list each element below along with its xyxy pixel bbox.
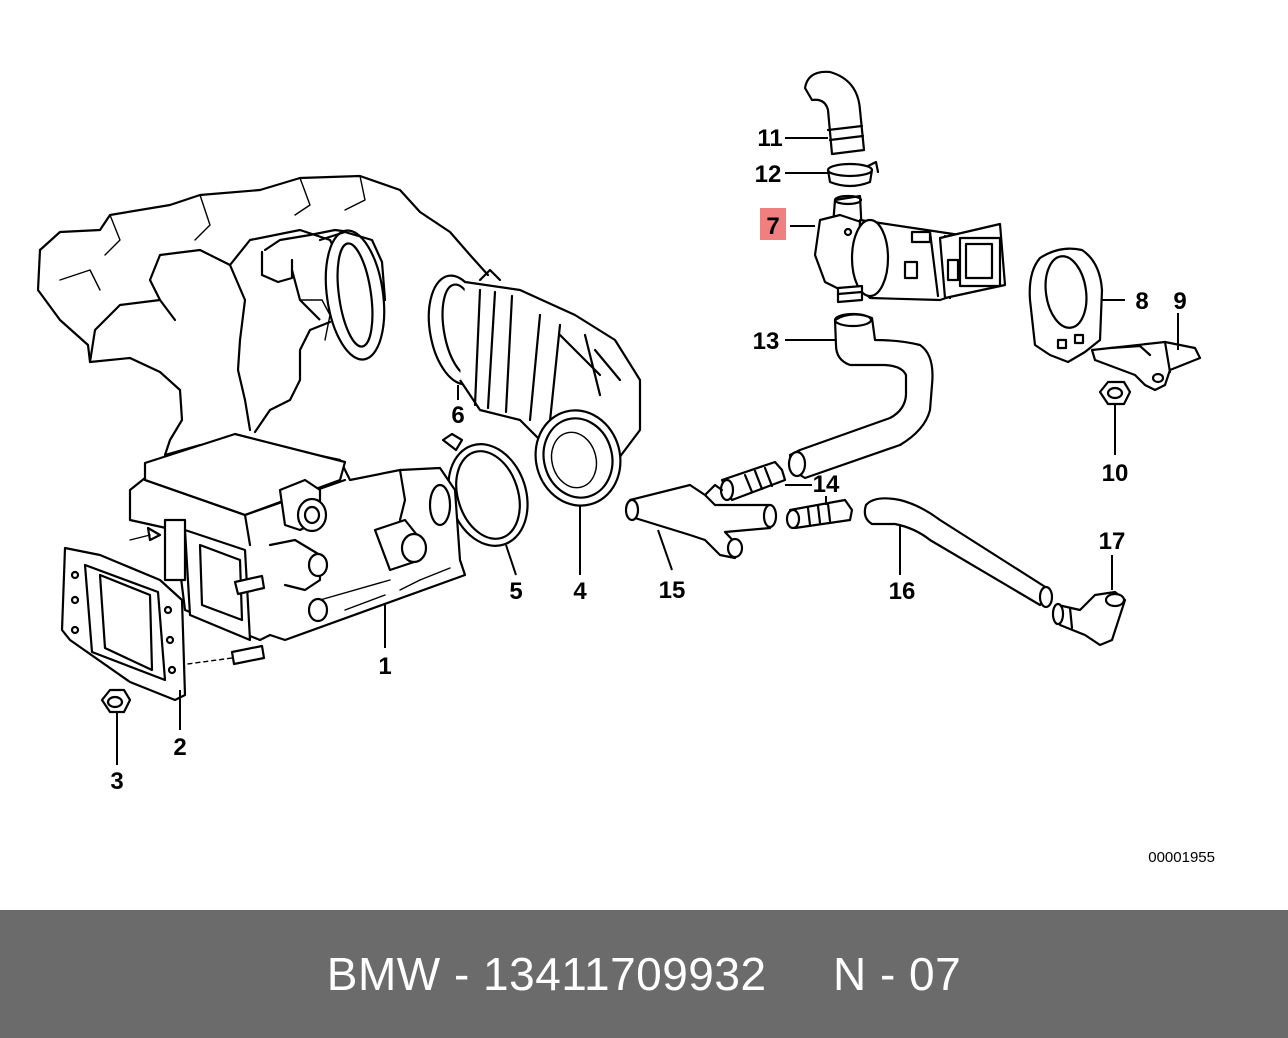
part-3-nut <box>100 688 132 714</box>
part-4-clamp <box>534 409 622 507</box>
leader-lines <box>116 137 1179 765</box>
callout-8: 8 <box>1135 288 1148 315</box>
callout-2: 2 <box>173 734 186 761</box>
callout-17: 17 <box>1099 528 1126 555</box>
callout-15: 15 <box>659 577 686 604</box>
part-9-plate <box>1090 340 1202 392</box>
part-16-hose <box>863 497 1054 609</box>
callout-9: 9 <box>1173 288 1186 315</box>
callout-11: 11 <box>757 125 782 152</box>
parts-diagram: 1 2 3 4 5 6 7 8 9 10 11 12 13 14 15 16 1… <box>36 70 1215 866</box>
part-14-connectors <box>719 460 854 530</box>
callout-labels: 1 2 3 4 5 6 7 8 9 10 11 12 13 14 15 16 1… <box>110 125 1186 795</box>
callout-14: 14 <box>813 471 840 498</box>
part-7-idle-valve <box>813 194 1007 304</box>
part-8-bracket <box>1028 247 1104 364</box>
callout-7: 7 <box>766 213 779 240</box>
callout-1: 1 <box>378 653 391 680</box>
part-5-clamp <box>441 432 529 547</box>
callout-16: 16 <box>889 578 916 605</box>
callout-6: 6 <box>451 402 464 429</box>
callout-5: 5 <box>509 578 522 605</box>
part-12-clamp <box>826 160 880 188</box>
part-number-caption: BMW - 13411709932 N - 07 <box>326 948 962 1000</box>
part-11-hose <box>803 70 866 156</box>
part-1-air-flow-meter <box>128 432 467 666</box>
callout-3: 3 <box>110 768 123 795</box>
part-13-hose <box>787 312 934 480</box>
part-10-nut <box>1098 380 1132 406</box>
part-17-elbow <box>1051 590 1127 647</box>
part-15-y-connector <box>624 483 778 560</box>
callout-10: 10 <box>1102 460 1129 487</box>
callout-4: 4 <box>573 578 587 605</box>
callout-13: 13 <box>753 328 780 355</box>
footer-bar: BMW - 13411709932 N - 07 <box>0 910 1288 1038</box>
intake-manifold-drawing <box>36 174 490 457</box>
diagram-reference-code: 00001955 <box>1148 849 1215 866</box>
callout-7-highlight <box>760 208 786 240</box>
callout-12: 12 <box>755 161 782 188</box>
